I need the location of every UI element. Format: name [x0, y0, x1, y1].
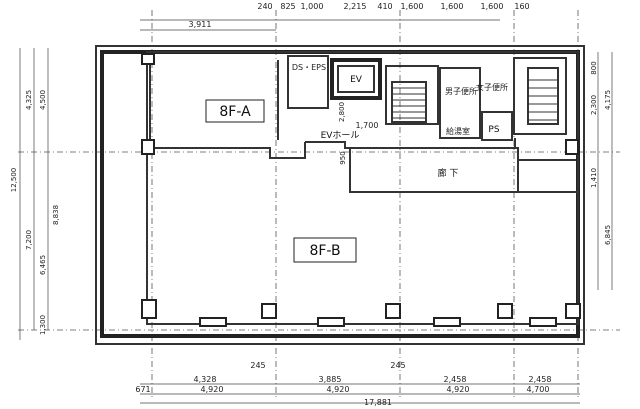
dim-bot1-1: 4,920: [201, 385, 224, 394]
dim-top-1: 240: [257, 2, 272, 11]
room-ev-hall: EVホール: [321, 130, 360, 141]
dim-top-2: 825: [280, 2, 295, 11]
dim-bot2-2: 3,885: [319, 375, 342, 384]
dim-bot1-2: 4,920: [327, 385, 350, 394]
dimension-lines: [19, 19, 613, 404]
dim-top-6: 1,600: [401, 2, 424, 11]
room-8f-a: 8F-A: [219, 104, 251, 120]
dim-right-4: 6,845: [604, 225, 612, 245]
dim-bot1-0: 671: [135, 385, 150, 394]
dim-right-2: 4,175: [604, 90, 612, 110]
dim-left-2: 12,500: [10, 168, 18, 193]
dim-left-5: 8,838: [52, 205, 60, 225]
bottom-dimensions: 4,328 245 3,885 245 2,458 2,458 671 4,92…: [135, 361, 551, 407]
stair-left: [391, 81, 427, 123]
dim-top-4: 2,215: [344, 2, 367, 11]
dim-left-6: 1,300: [39, 315, 47, 335]
dim-top-9: 160: [514, 2, 529, 11]
dim-bot1-3: 4,920: [447, 385, 470, 394]
dim-right-0: 800: [590, 61, 598, 74]
room-wc-f: 女子便所: [476, 82, 508, 92]
dim-bot2-3: 245: [390, 361, 405, 370]
dim-left-0: 4,325: [25, 90, 33, 110]
outer-walls: [95, 45, 585, 345]
dim-total-bottom: 17,881: [364, 398, 392, 407]
top-dimensions: 3,911 240 825 1,000 2,215 410 1,600 1,60…: [189, 2, 530, 29]
dim-right-3: 1,410: [590, 168, 598, 188]
room-corridor: 廊 下: [438, 167, 459, 179]
dim-left-4: 6,465: [39, 255, 47, 275]
columns: [141, 53, 581, 327]
room-ds-eps: DS・EPS: [292, 63, 326, 72]
dim-bot2-5: 2,458: [529, 375, 552, 384]
left-dimensions: 4,325 4,500 12,500 7,200 6,465 8,838 1,3…: [10, 90, 60, 335]
dim-top-3: 1,000: [301, 2, 324, 11]
dim-top-7: 1,600: [441, 2, 464, 11]
room-ev: EV: [350, 75, 363, 85]
dim-top-0: 3,911: [189, 20, 212, 29]
inner-dimensions: 1,700 2,800 950: [338, 102, 378, 165]
room-labels: 8F-A 8F-B EV EVホール 廊 下 PS DS・EPS 男子便所 女子…: [205, 63, 508, 263]
stair-right: [527, 67, 559, 125]
dim-inner-2: 950: [339, 151, 347, 164]
dim-right-1: 2,300: [590, 95, 598, 115]
room-kyutou: 給湯室: [446, 126, 470, 136]
dim-top-5: 410: [377, 2, 392, 11]
right-dimensions: 800 2,300 4,175 1,410 6,845: [590, 61, 612, 245]
dim-inner-1: 2,800: [338, 102, 346, 122]
core-area: [287, 55, 578, 193]
room-ps: PS: [488, 125, 499, 135]
room-8f-b: 8F-B: [309, 243, 340, 259]
dim-inner-0: 1,700: [356, 121, 379, 130]
dim-left-1: 4,500: [39, 90, 47, 110]
room-wc-m: 男子便所: [445, 86, 477, 96]
dim-left-3: 7,200: [25, 230, 33, 250]
dim-bot2-1: 245: [250, 361, 265, 370]
dim-bot2-4: 2,458: [444, 375, 467, 384]
dim-top-8: 1,600: [481, 2, 504, 11]
dim-bot2-0: 4,328: [194, 375, 217, 384]
dim-bot1-4: 4,700: [527, 385, 550, 394]
